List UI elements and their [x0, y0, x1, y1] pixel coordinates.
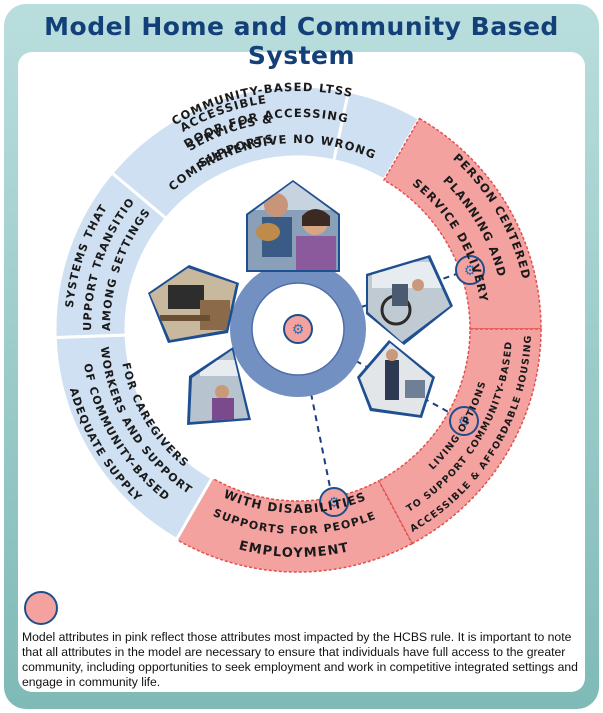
- gear-icon: ⚙: [455, 255, 485, 285]
- gear-icon: ⚙: [449, 406, 479, 436]
- gear-icon: ⚙: [319, 487, 349, 517]
- gear-icon: ⚙: [283, 314, 313, 344]
- caption-text: Model attributes in pink reflect those a…: [22, 630, 578, 689]
- page-title: Model Home and Community Based System: [44, 12, 559, 70]
- segment-person-centered: [382, 117, 542, 330]
- segment-accessible: [109, 84, 351, 221]
- photo-couple: [246, 180, 340, 272]
- svg-text:⚙: ⚙: [458, 414, 471, 430]
- legend-pink-circle: [24, 591, 58, 625]
- svg-text:⚙: ⚙: [464, 263, 477, 279]
- photo-office: [148, 265, 239, 343]
- svg-text:⚙: ⚙: [328, 495, 341, 511]
- svg-text:⚙: ⚙: [292, 322, 305, 338]
